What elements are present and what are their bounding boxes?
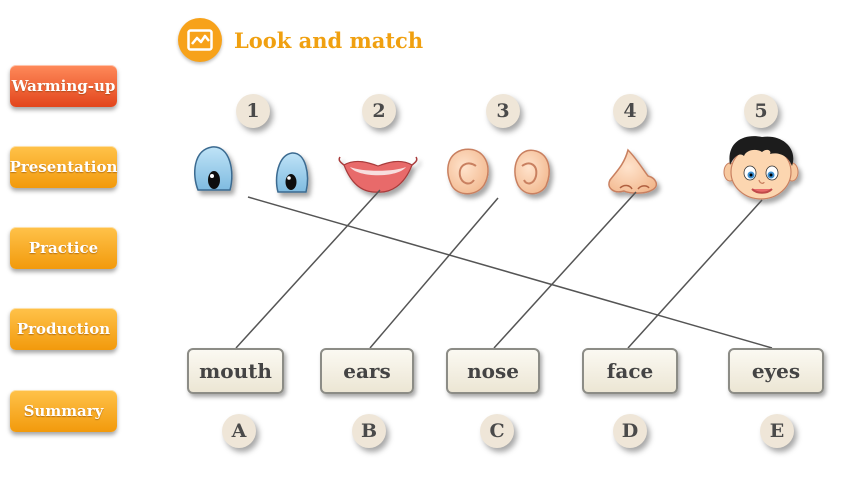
page-title: Look and match: [234, 27, 424, 53]
letter-badge-A: A: [222, 414, 256, 448]
number-badge-5: 5: [744, 94, 778, 128]
match-line-3-B: [369, 197, 499, 349]
match-line-1-E: [247, 196, 773, 349]
letter-badge-E: E: [760, 414, 794, 448]
letter-badge-B: B: [352, 414, 386, 448]
match-line-5-D: [627, 199, 763, 349]
number-badge-2: 2: [362, 94, 396, 128]
number-badge-3: 3: [486, 94, 520, 128]
nav-presentation-button[interactable]: Presentation: [10, 146, 117, 188]
nav-warming-up-button[interactable]: Warming-up: [10, 65, 117, 107]
activity-heading: Look and match: [178, 18, 423, 62]
number-badge-1: 1: [236, 94, 270, 128]
letter-badge-D: D: [613, 414, 647, 448]
eyes-picture[interactable]: [194, 146, 309, 193]
mouth-picture[interactable]: [338, 156, 418, 193]
nav-production-button[interactable]: Production: [10, 308, 117, 350]
word-box-mouth[interactable]: mouth: [187, 348, 284, 394]
match-line-2-A: [235, 189, 381, 349]
picture-icon: [178, 18, 222, 62]
nose-picture[interactable]: [608, 148, 658, 194]
ears-picture[interactable]: [447, 148, 550, 195]
face-picture[interactable]: [723, 136, 799, 200]
word-box-nose[interactable]: nose: [446, 348, 540, 394]
word-box-ears[interactable]: ears: [320, 348, 414, 394]
number-badge-4: 4: [613, 94, 647, 128]
nav-summary-button[interactable]: Summary: [10, 390, 117, 432]
sidebar-nav: Warming-up Presentation Practice Product…: [0, 0, 130, 484]
letter-badge-C: C: [480, 414, 514, 448]
word-box-eyes[interactable]: eyes: [728, 348, 824, 394]
word-box-face[interactable]: face: [582, 348, 678, 394]
match-lines: [235, 189, 773, 349]
nav-practice-button[interactable]: Practice: [10, 227, 117, 269]
match-line-4-C: [493, 191, 637, 349]
